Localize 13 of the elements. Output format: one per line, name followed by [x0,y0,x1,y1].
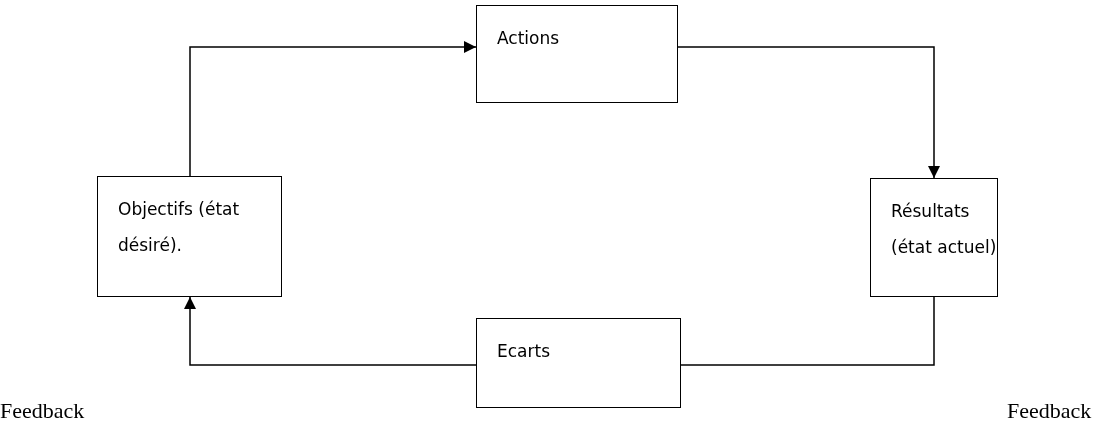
process-box [476,5,678,103]
arrow [184,296,477,366]
feedback-label: Feedback [0,398,85,423]
arrow [189,41,477,177]
box-label: Objectifs (état désiré). [118,199,240,255]
process-box [97,176,282,297]
box-label: Actions [497,28,560,48]
box-label: Résultats (état actuel) [891,201,997,257]
box-label: Ecarts [497,341,551,361]
process-box [476,318,681,408]
arrow [677,46,940,179]
feedback-label: Feedback [1007,398,1092,423]
process-box [870,178,998,297]
